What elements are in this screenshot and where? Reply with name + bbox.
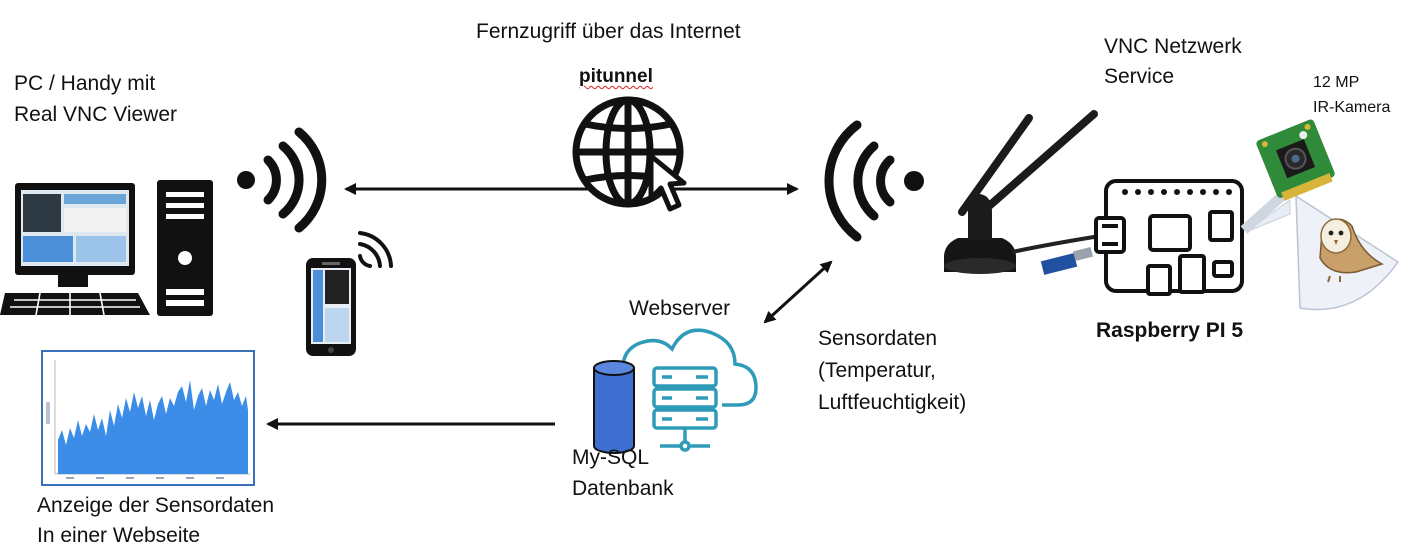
- left-wifi-signal-icon: [237, 127, 327, 233]
- owl-icon: [1319, 218, 1384, 283]
- vnc-label-line1: VNC Netzwerk: [1104, 35, 1242, 58]
- database-label-line1: My-SQL: [572, 446, 650, 469]
- camera-label-line1: 12 MP: [1313, 74, 1360, 91]
- sensor-label-line1: Sensordaten: [818, 327, 938, 350]
- pc-label-line1: PC / Handy mit: [14, 72, 156, 95]
- webserver-label: Webserver: [629, 297, 731, 320]
- sensor-label-line2: (Temperatur,: [818, 359, 936, 382]
- display-label-line2: In einer Webseite: [37, 524, 201, 547]
- globe-cursor-icon: [572, 96, 687, 212]
- smartphone-icon: [306, 258, 356, 356]
- cloud-server-icon: [604, 328, 758, 452]
- display-label-line1: Anzeige der Sensordaten: [37, 494, 274, 517]
- sensor-label-line3: Luftfeuchtigkeit): [818, 391, 967, 414]
- remote-access-label: Fernzugriff über das Internet: [476, 20, 741, 43]
- vnc-label-line2: Service: [1104, 65, 1175, 88]
- pc-label-line2: Real VNC Viewer: [14, 103, 178, 126]
- raspberry-label: Raspberry PI 5: [1096, 319, 1244, 342]
- raspberry-pi-board-icon: [1094, 179, 1244, 296]
- pitunnel-label: pitunnel: [579, 66, 653, 87]
- camera-module-icon: [1240, 119, 1335, 234]
- database-label-line2: Datenbank: [572, 477, 674, 500]
- camera-label-line2: IR-Kamera: [1313, 99, 1391, 116]
- desktop-computer-icon: [0, 180, 213, 316]
- right-wifi-signal-icon: [824, 120, 924, 242]
- phone-wifi-icon: [358, 231, 393, 268]
- webserver-arrow: [763, 260, 833, 324]
- database-cylinder-icon: [593, 360, 635, 454]
- sensor-chart-thumbnail: [41, 350, 255, 486]
- wifi-antenna-icon: [944, 110, 1101, 275]
